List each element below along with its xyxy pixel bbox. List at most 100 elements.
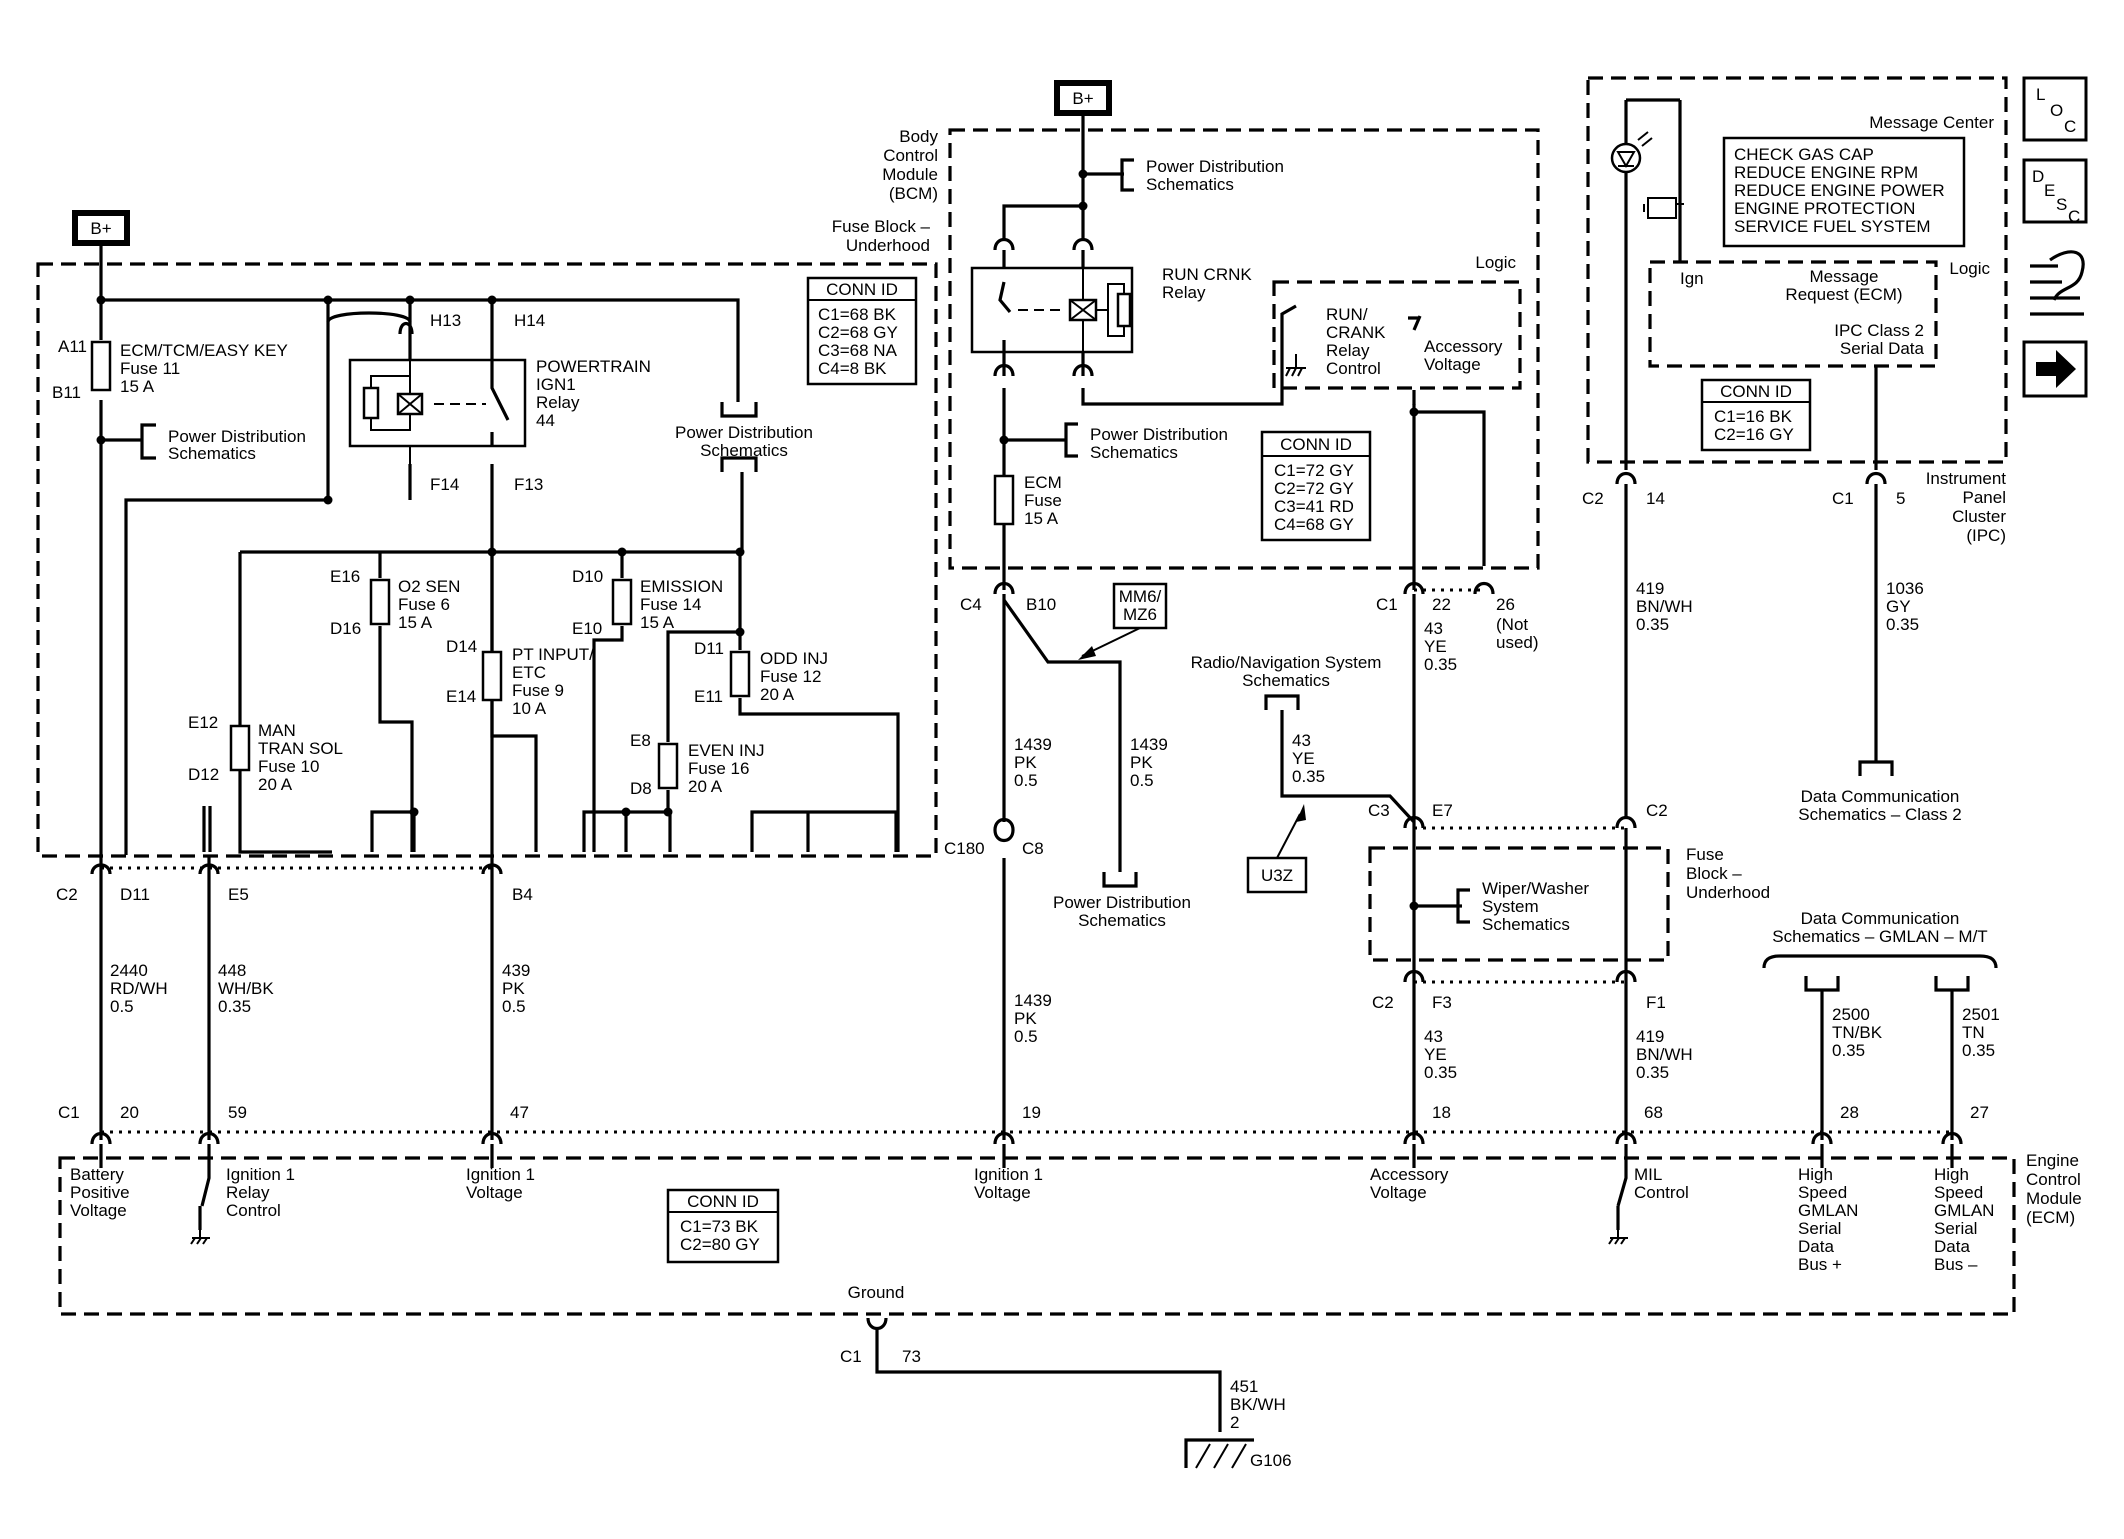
svg-text:Relay: Relay	[1162, 283, 1206, 302]
svg-text:Serial: Serial	[1798, 1219, 1841, 1238]
svg-text:(IPC): (IPC)	[1966, 526, 2006, 545]
svg-text:20: 20	[120, 1103, 139, 1122]
svg-text:15 A: 15 A	[1024, 509, 1059, 528]
ipc-boundary	[1586, 76, 2008, 464]
svg-text:Radio/Navigation System: Radio/Navigation System	[1191, 653, 1382, 672]
pds-ref-4: Power Distribution Schematics	[1064, 422, 1228, 462]
svg-text:CONN ID: CONN ID	[1720, 382, 1792, 401]
svg-text:43: 43	[1292, 731, 1311, 750]
svg-text:C3: C3	[1368, 801, 1390, 820]
svg-text:C1=73 BK: C1=73 BK	[680, 1217, 759, 1236]
svg-text:O2 SEN: O2 SEN	[398, 577, 460, 596]
svg-text:B11: B11	[52, 383, 81, 402]
connector-view-icon[interactable]	[2030, 250, 2085, 316]
svg-text:C2=72 GY: C2=72 GY	[1274, 479, 1354, 498]
accessory-path: 43 YE 0.35 Radio/Navigation System Schem…	[1191, 594, 1630, 1140]
svg-text:TN/BK: TN/BK	[1832, 1023, 1883, 1042]
svg-text:0.5: 0.5	[502, 997, 526, 1016]
svg-text:C1: C1	[840, 1347, 862, 1366]
bcm-wiring	[1002, 116, 1486, 590]
svg-text:C4=68 GY: C4=68 GY	[1274, 515, 1354, 534]
pds-ref-2: Power Distribution Schematics	[675, 402, 813, 472]
svg-text:Positive: Positive	[70, 1183, 130, 1202]
svg-text:Relay: Relay	[226, 1183, 270, 1202]
svg-text:451: 451	[1230, 1377, 1258, 1396]
svg-text:H14: H14	[514, 311, 545, 330]
svg-text:18: 18	[1432, 1103, 1451, 1122]
svg-text:Schematics: Schematics	[1078, 911, 1166, 930]
svg-text:High: High	[1798, 1165, 1833, 1184]
svg-text:Fuse 10: Fuse 10	[258, 757, 319, 776]
fuse-14: D10 E10 EMISSION Fuse 14 15 A	[572, 567, 723, 638]
svg-text:Accessory: Accessory	[1424, 337, 1503, 356]
svg-text:(Not: (Not	[1496, 615, 1528, 634]
svg-text:Power Distribution: Power Distribution	[1090, 425, 1228, 444]
svg-text:C2=68 GY: C2=68 GY	[818, 323, 898, 342]
fuse-10: E12 D12 MAN TRAN SOL Fuse 10 20 A	[188, 713, 343, 794]
svg-text:22: 22	[1432, 595, 1451, 614]
svg-text:20 A: 20 A	[760, 685, 795, 704]
svg-text:B+: B+	[90, 219, 111, 238]
svg-text:REDUCE ENGINE POWER: REDUCE ENGINE POWER	[1734, 181, 1945, 200]
svg-text:Voltage: Voltage	[466, 1183, 523, 1202]
svg-text:0.35: 0.35	[1636, 1063, 1669, 1082]
next-page-button[interactable]	[2022, 340, 2088, 398]
svg-text:Wiper/Washer: Wiper/Washer	[1482, 879, 1589, 898]
svg-text:Voltage: Voltage	[70, 1201, 127, 1220]
svg-text:E16: E16	[330, 567, 360, 586]
svg-text:Fuse: Fuse	[1024, 491, 1062, 510]
svg-text:C1=68 BK: C1=68 BK	[818, 305, 897, 324]
svg-text:E: E	[2044, 181, 2055, 200]
fuse-block-boundary	[36, 262, 938, 858]
svg-text:Schematics: Schematics	[1146, 175, 1234, 194]
svg-text:E14: E14	[446, 687, 476, 706]
svg-text:Fuse 6: Fuse 6	[398, 595, 450, 614]
svg-text:15 A: 15 A	[640, 613, 675, 632]
svg-text:C3=41 RD: C3=41 RD	[1274, 497, 1354, 516]
ecm-inputs: Battery Positive Voltage Ignition 1 Rela…	[70, 1165, 1994, 1274]
svg-text:C: C	[2064, 117, 2076, 136]
svg-text:27: 27	[1970, 1103, 1989, 1122]
fuse-block-wiring	[99, 246, 900, 1140]
wire-labels-left: 2440 RD/WH 0.5 448 WH/BK 0.35 439 PK 0.5	[110, 961, 530, 1016]
svg-text:15 A: 15 A	[398, 613, 433, 632]
svg-text:GMLAN: GMLAN	[1934, 1201, 1994, 1220]
loc-button[interactable]: L O C	[2022, 76, 2088, 142]
fuse-block-2-label: Fuse Block – Underhood	[1686, 845, 1770, 902]
svg-text:Control: Control	[226, 1201, 281, 1220]
svg-text:Control: Control	[1326, 359, 1381, 378]
svg-text:C1=72 GY: C1=72 GY	[1274, 461, 1354, 480]
svg-text:0.35: 0.35	[1424, 1063, 1457, 1082]
svg-text:PK: PK	[1130, 753, 1153, 772]
svg-text:Bus +: Bus +	[1798, 1255, 1842, 1274]
svg-text:C180: C180	[944, 839, 985, 858]
bplus-center: B+	[1054, 80, 1112, 116]
fuse-block-label: Fuse Block – Underhood	[832, 217, 931, 255]
svg-text:EVEN INJ: EVEN INJ	[688, 741, 765, 760]
svg-text:ECM: ECM	[1024, 473, 1062, 492]
svg-text:Fuse Block –: Fuse Block –	[832, 217, 931, 236]
desc-button[interactable]: D E S C	[2022, 158, 2088, 226]
svg-text:Bus –: Bus –	[1934, 1255, 1978, 1274]
svg-text:C3=68 NA: C3=68 NA	[818, 341, 898, 360]
bcm-boundary	[948, 128, 1540, 570]
svg-text:C1: C1	[1376, 595, 1398, 614]
svg-text:PK: PK	[1014, 753, 1037, 772]
svg-text:28: 28	[1840, 1103, 1859, 1122]
svg-text:F3: F3	[1432, 993, 1452, 1012]
svg-text:MAN: MAN	[258, 721, 296, 740]
svg-text:Module: Module	[2026, 1189, 2082, 1208]
svg-text:YE: YE	[1292, 749, 1315, 768]
svg-text:Control: Control	[883, 146, 938, 165]
svg-text:E5: E5	[228, 885, 249, 904]
conn-id-bcm: CONN ID C1=72 GY C2=72 GY C3=41 RD C4=68…	[1260, 430, 1372, 542]
svg-text:419: 419	[1636, 1027, 1664, 1046]
svg-text:O: O	[2050, 101, 2063, 120]
svg-text:Message Center: Message Center	[1869, 113, 1994, 132]
svg-text:0.35: 0.35	[218, 997, 251, 1016]
junction-bcm-2	[1078, 201, 1088, 211]
svg-text:WH/BK: WH/BK	[218, 979, 274, 998]
svg-text:Power Distribution: Power Distribution	[1146, 157, 1284, 176]
svg-text:Fuse 14: Fuse 14	[640, 595, 701, 614]
